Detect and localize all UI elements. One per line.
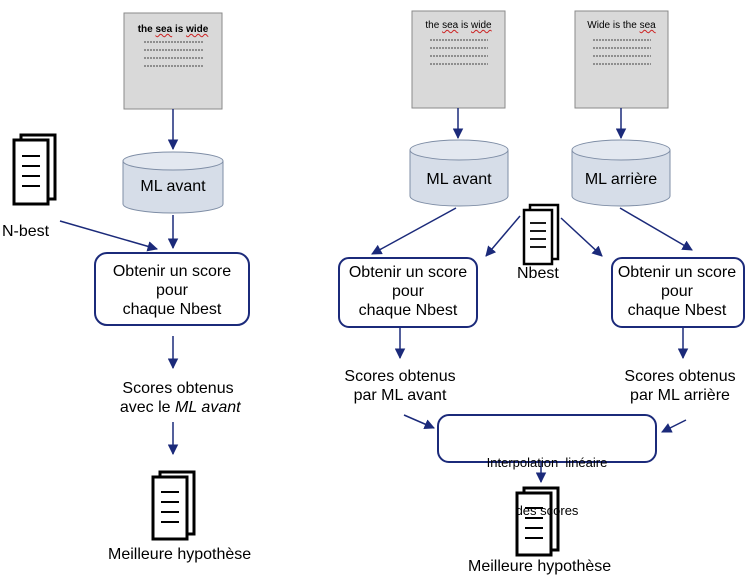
left-best-document-icon <box>151 470 196 541</box>
backward-lm-label: ML arrière <box>584 171 658 188</box>
scores-forward-line-2: par ML avant <box>353 387 447 404</box>
left-best-label: Meilleure hypothèse <box>108 546 252 563</box>
scores-backward-text: Scores obtenus par ML arrière <box>614 367 746 405</box>
scores-backward-line-1: Scores obtenus <box>624 368 736 385</box>
right-process-forward-line-1: Obtenir un score <box>348 264 468 281</box>
left-lm-label: ML avant <box>140 178 206 195</box>
left-scores-line-2: avec le ML avant <box>93 398 263 417</box>
left-process-line-3: chaque Nbest <box>122 301 222 318</box>
right-process-backward-line-2: pour <box>660 283 694 300</box>
forward-lm-label: ML avant <box>426 171 492 188</box>
scores-forward-line-1: Scores obtenus <box>344 368 456 385</box>
right-doc2-word-4: sea <box>639 20 656 31</box>
right-process-forward-text: Obtenir un score pour chaque Nbest <box>334 263 482 320</box>
left-doc-word-3: is <box>174 24 184 35</box>
interpolation-line-1: Interpolation linéaire <box>486 455 608 470</box>
right-nbest-label: Nbest <box>517 265 559 282</box>
right-doc2-word-2: is <box>612 20 621 31</box>
left-doc-word-2: sea <box>155 24 173 35</box>
right-process-backward-line-3: chaque Nbest <box>627 302 727 319</box>
right-doc1-word-2: sea <box>442 20 459 31</box>
arrow-scores-backward-to-interp <box>661 419 687 433</box>
right-process-box-forward <box>338 257 478 328</box>
left-process-line-1: Obtenir un score <box>112 263 232 280</box>
right-doc1-text: the sea is wide <box>412 20 505 31</box>
right-doc1-word-4: wide <box>471 20 492 31</box>
right-process-forward-line-2: pour <box>391 283 425 300</box>
left-process-box <box>94 252 250 326</box>
right-doc1-word-1: the <box>425 20 440 31</box>
left-scores-italic: ML avant <box>175 399 241 416</box>
left-doc-word-1: the <box>137 24 153 35</box>
arrow-nbest-to-right-process <box>560 217 603 257</box>
right-text-document-backward <box>574 10 669 109</box>
right-text-document-forward <box>411 10 506 109</box>
left-nbest-document-icon <box>12 133 57 206</box>
right-doc2-text: Wide is the sea <box>575 20 668 31</box>
arrow-nbest-to-process <box>59 220 159 252</box>
left-scores-prefix: avec le <box>119 399 171 416</box>
forward-lm-cylinder <box>409 139 509 207</box>
left-text-document <box>123 12 223 110</box>
scores-backward-line-2: par ML arrière <box>630 387 730 404</box>
arrow-backward-lm-to-process <box>619 207 693 251</box>
right-process-forward-line-3: chaque Nbest <box>358 302 458 319</box>
interpolation-box <box>437 414 657 463</box>
right-process-box-backward <box>611 257 745 328</box>
backward-lm-cylinder <box>571 139 671 207</box>
scores-forward-text: Scores obtenus par ML avant <box>330 367 470 405</box>
left-process-text: Obtenir un score pour chaque Nbest <box>95 262 249 319</box>
interpolation-line-2: des scores <box>515 503 579 518</box>
right-process-backward-text: Obtenir un score pour chaque Nbest <box>606 263 747 320</box>
interpolation-text: Interpolation linéaire des scores <box>438 423 656 535</box>
right-process-backward-line-1: Obtenir un score <box>617 264 737 281</box>
right-nbest-document-icon <box>522 203 560 266</box>
left-doc-word-4: wide <box>186 24 209 35</box>
arrow-nbest-to-left-process <box>485 215 521 257</box>
right-best-label: Meilleure hypothèse <box>468 558 612 575</box>
arrow-forward-lm-to-process <box>371 207 457 255</box>
right-doc2-word-3: the <box>622 20 637 31</box>
right-best-document-icon <box>515 486 560 557</box>
arrow-scores-forward-to-interp <box>403 414 435 430</box>
left-scores-text: Scores obtenus avec le ML avant <box>93 379 263 417</box>
left-process-line-2: pour <box>155 282 189 299</box>
left-lm-cylinder <box>122 151 224 214</box>
right-doc2-word-1: Wide <box>587 20 611 31</box>
right-doc1-word-3: is <box>461 20 469 31</box>
left-nbest-label: N-best <box>2 223 50 240</box>
left-scores-line-1: Scores obtenus <box>122 380 234 397</box>
left-doc-text: the sea is wide <box>124 24 222 35</box>
